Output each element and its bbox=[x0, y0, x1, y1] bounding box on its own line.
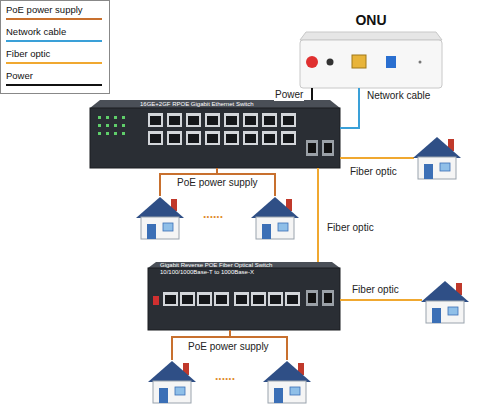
house-icon bbox=[136, 137, 469, 403]
wire-label: Fiber optic bbox=[352, 284, 399, 296]
wire-label: PoE power supply bbox=[177, 177, 258, 189]
legend-text: Power bbox=[6, 70, 33, 82]
device-box: Gigabit Reverse POE Fiber Optical Switch… bbox=[148, 262, 340, 330]
cable-connector bbox=[311, 88, 313, 100]
onu-device bbox=[300, 32, 442, 88]
legend-line-sample bbox=[6, 84, 102, 86]
device-print: Gigabit Reverse POE Fiber Optical Switch bbox=[160, 262, 272, 269]
legend-text: Network cable bbox=[6, 26, 66, 38]
cable-label: Fiber optic bbox=[326, 222, 375, 234]
legend-item: Network cable bbox=[6, 26, 102, 44]
cable-connector bbox=[317, 168, 319, 262]
poe-wire bbox=[160, 168, 287, 360]
cable-label: Network cable bbox=[366, 90, 431, 102]
device-print: 16GE+2GF RPOE Gigabit Ethernet Switch bbox=[140, 100, 254, 108]
legend-text: PoE power supply bbox=[6, 4, 83, 16]
device-title: ONU bbox=[355, 12, 386, 29]
ellipsis-mark: ...... bbox=[203, 208, 223, 220]
gigabit-switch bbox=[90, 100, 340, 168]
legend-text: Fiber optic bbox=[6, 48, 50, 60]
cable-label: Power bbox=[274, 89, 304, 101]
legend-line-sample bbox=[6, 40, 102, 42]
device-box: ONU bbox=[300, 12, 442, 88]
wire-label: Fiber optic bbox=[350, 166, 397, 178]
device-box: 16GE+2GF RPOE Gigabit Ethernet Switch bbox=[90, 100, 340, 168]
legend-item: PoE power supply bbox=[6, 4, 102, 22]
device-print: 10/100/1000Base-T to 1000Base-X bbox=[160, 269, 254, 276]
legend-item: Power bbox=[6, 70, 102, 88]
cable-connector bbox=[340, 88, 359, 128]
fiber-switch bbox=[148, 262, 340, 330]
legend-line-sample bbox=[6, 62, 102, 64]
legend-item: Fiber optic bbox=[6, 48, 102, 66]
wire-label: PoE power supply bbox=[188, 341, 269, 353]
legend-line-sample bbox=[6, 18, 102, 20]
ellipsis-mark: ...... bbox=[215, 370, 235, 382]
legend-box: PoE power supplyNetwork cableFiber optic… bbox=[0, 0, 110, 94]
